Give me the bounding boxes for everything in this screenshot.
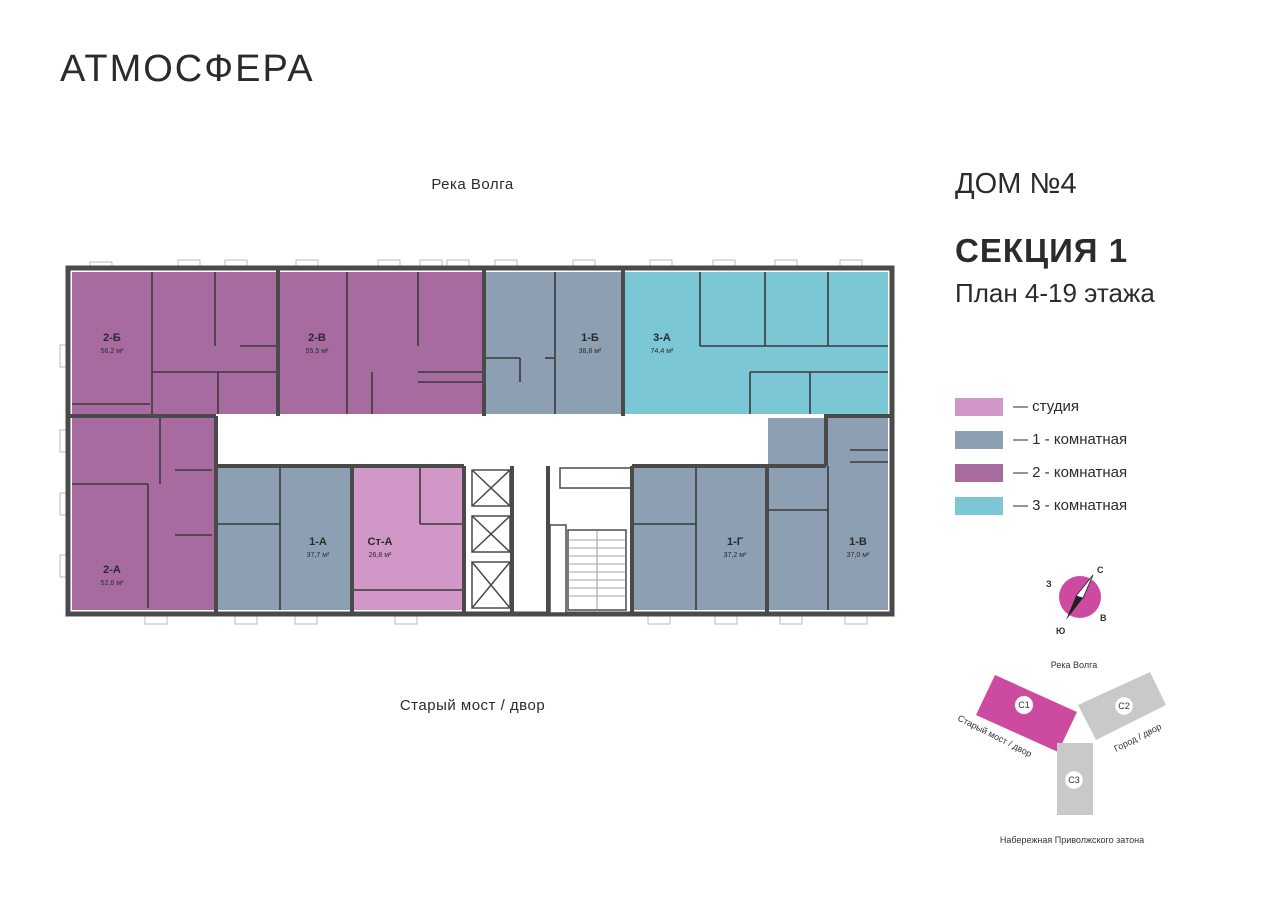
staircase	[549, 467, 633, 614]
brand-logo: АТМОСФЕРА	[60, 48, 315, 90]
apt-label-2v: 2-В	[308, 332, 326, 344]
lift-shafts	[471, 469, 511, 609]
compass-s: Ю	[1056, 626, 1065, 636]
apt-label-2a: 2-А	[103, 564, 121, 576]
apt-area-st-a: 26,8 м²	[369, 552, 392, 559]
apt-label-1b: 1-Б	[581, 332, 599, 344]
plan-subtitle: План 4-19 этажа	[955, 278, 1155, 308]
interior-walls	[70, 270, 890, 612]
apt-2b	[72, 272, 277, 414]
river-bottom-label: Старый мост / двор	[399, 697, 546, 714]
legend: — студия — 1 - комнатная — 2 - комнатная…	[955, 390, 1127, 522]
apt-area-2v: 55,5 м²	[306, 348, 329, 355]
apt-label-st-a: Ст-А	[368, 536, 393, 548]
legend-item-studio: — студия	[955, 390, 1127, 423]
apt-2a	[72, 418, 214, 610]
legend-label: — 2 - комнатная	[1013, 464, 1128, 481]
legend-swatch	[955, 496, 1003, 515]
apt-label-1g: 1-Г	[727, 536, 744, 548]
apt-2v	[280, 272, 483, 414]
apt-area-1a: 37,7 м²	[307, 552, 330, 559]
apt-label-1a: 1-А	[309, 536, 327, 548]
apt-label-3a: 3-А	[653, 332, 671, 344]
apt-area-2a: 52,6 м²	[101, 580, 124, 587]
apartment-labels: 2-Б 56,2 м² 2-В 55,5 м² 1-Б 38,8 м² 3-А …	[101, 332, 870, 587]
river-top-label: Река Волга	[431, 176, 514, 193]
site-top-label: Река Волга	[1051, 660, 1097, 670]
legend-swatch	[955, 463, 1003, 482]
block-c1-label: С1	[1018, 700, 1030, 710]
site-scheme: Река Волга С1 С2 С3 Старый мост / двор Г…	[956, 660, 1166, 845]
apt-area-2b: 56,2 м²	[101, 348, 124, 355]
apt-1g	[634, 468, 765, 610]
site-bottom-label: Набережная Приволжского затона	[1000, 835, 1144, 845]
block-c3-label: С3	[1068, 775, 1080, 785]
legend-label: — 3 - комнатная	[1013, 497, 1128, 514]
legend-swatch	[955, 430, 1003, 449]
legend-label: — студия	[1013, 398, 1079, 415]
apt-1a	[218, 468, 350, 610]
compass-e: В	[1100, 613, 1107, 623]
house-title: ДОМ №4	[955, 168, 1077, 200]
legend-swatch	[955, 397, 1003, 416]
apt-3a	[625, 272, 888, 414]
apt-st-a	[354, 468, 462, 610]
legend-label: — 1 - комнатная	[1013, 431, 1128, 448]
block-c2-label: С2	[1118, 701, 1130, 711]
apt-area-1g: 37,2 м²	[724, 552, 747, 559]
apt-label-2b: 2-Б	[103, 332, 121, 344]
section-title: СЕКЦИЯ 1	[955, 232, 1129, 269]
legend-item-three-room: — 3 - комнатная	[955, 489, 1127, 522]
apt-area-1v: 37,0 м²	[847, 552, 870, 559]
compass-icon: С З В Ю	[1046, 565, 1107, 636]
apt-1b	[486, 272, 622, 414]
apt-label-1v: 1-В	[849, 536, 867, 548]
compass-w: З	[1046, 579, 1052, 589]
windows-bottom	[144, 613, 868, 625]
compass-n: С	[1097, 565, 1104, 575]
room-partitions	[72, 272, 888, 610]
apt-area-1b: 38,8 м²	[579, 348, 602, 355]
legend-item-two-room: — 2 - комнатная	[955, 456, 1127, 489]
legend-item-one-room: — 1 - комнатная	[955, 423, 1127, 456]
apt-area-3a: 74,4 м²	[651, 348, 674, 355]
